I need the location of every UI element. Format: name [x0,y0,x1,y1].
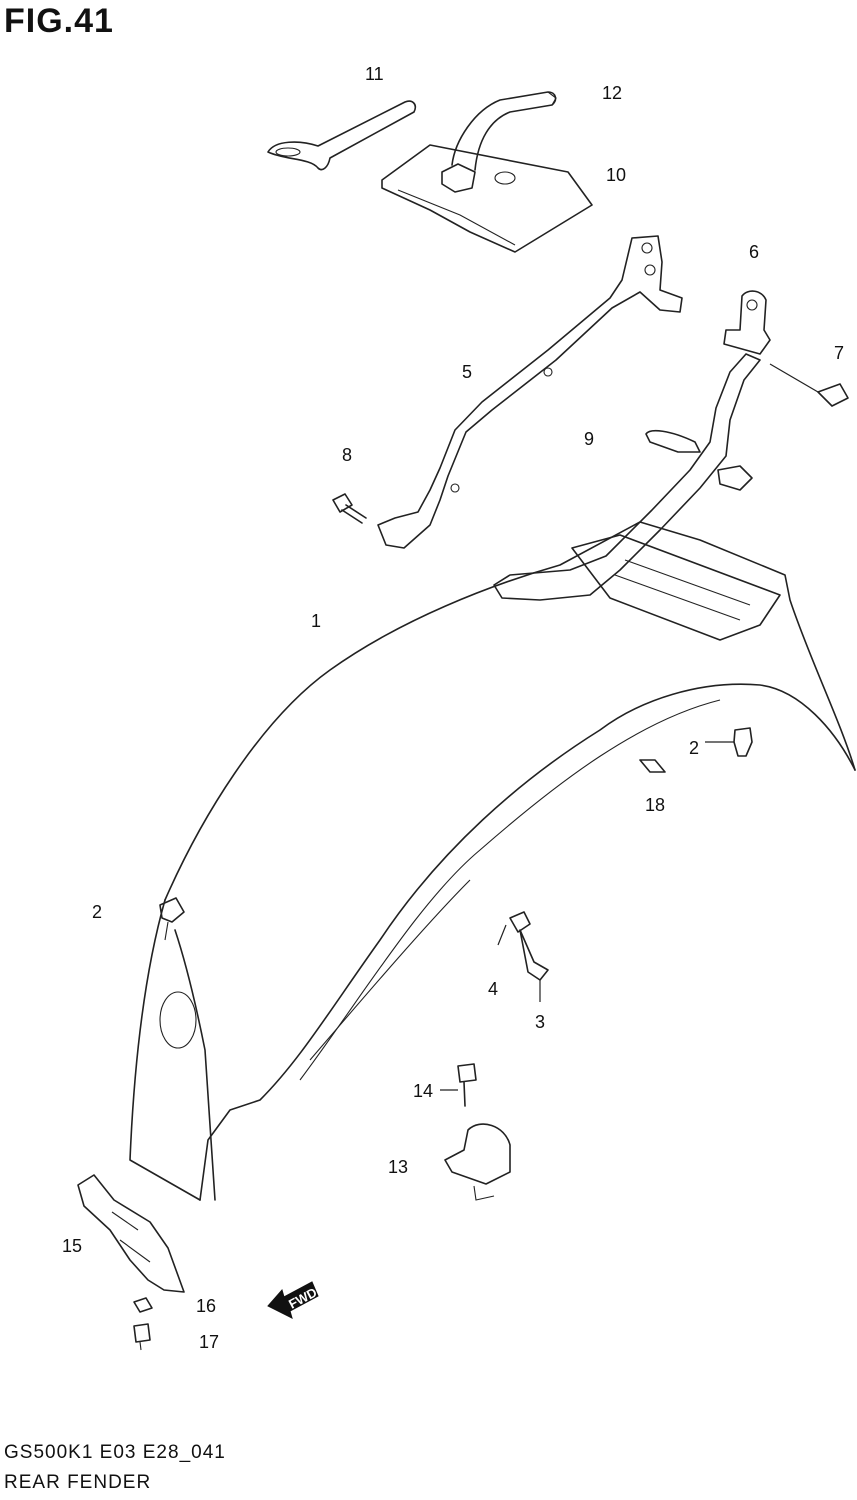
callout-9: 9 [584,429,595,449]
part-5-left-stay [377,235,683,549]
part-12-handle [441,91,557,193]
part-14-bolt [440,1063,477,1107]
callout-12: 12 [602,83,623,103]
fwd-label: FWD [286,1285,319,1312]
callout-18: 18 [645,795,666,815]
callout-16: 16 [196,1296,217,1316]
part-1-rear-fender [129,521,856,1201]
callout-15: 15 [62,1236,83,1256]
callout-8: 8 [342,445,353,465]
callout-1: 1 [311,611,322,631]
figure-title: FIG.41 [4,2,114,40]
part-7-bolt [769,363,849,407]
callout-6: 6 [749,242,760,262]
part-10-tray [381,144,593,253]
part-15-bracket [77,1174,185,1293]
part-4-and-3-fasteners [497,911,549,1002]
part-8-bolt [332,493,367,524]
model-code: GS500K1 E03 E28_041 [4,1442,226,1463]
callout-7: 7 [834,343,845,363]
part-13-clamp [444,1123,511,1201]
part-11-strap [267,100,417,171]
callout-2-upper: 2 [689,738,700,758]
callout-11: 11 [365,64,384,84]
callout-4: 4 [488,979,499,999]
callout-17: 17 [199,1332,220,1352]
callout-10: 10 [606,165,627,185]
part-2-bolt-lower [159,897,185,941]
callout-13: 13 [388,1157,409,1177]
callout-5: 5 [462,362,473,382]
section-name: REAR FENDER [4,1472,152,1493]
callout-3: 3 [535,1012,546,1032]
callout-2-lower: 2 [92,902,103,922]
part-6-clip [723,290,771,355]
part-9-right-stay [493,353,761,601]
callout-14: 14 [413,1081,434,1101]
part-2-bolt-upper [705,727,753,757]
part-16-17-fasteners [133,1297,153,1351]
fwd-arrow-icon: FWD [267,1281,319,1319]
